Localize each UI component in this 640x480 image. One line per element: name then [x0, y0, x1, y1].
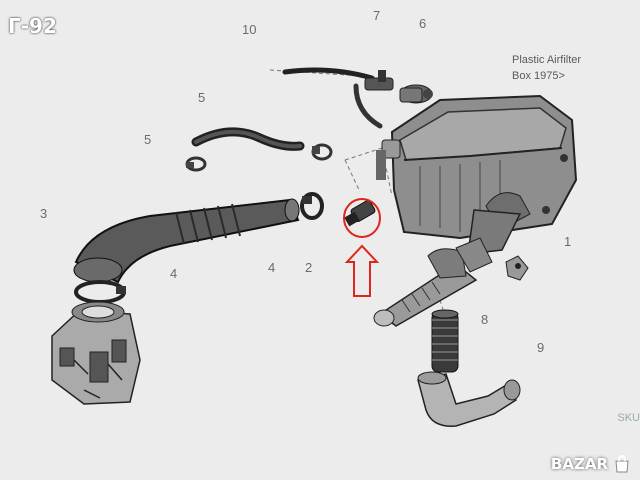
callout-5-hose: 5: [198, 90, 206, 105]
part-8-corrugated-hose: [431, 309, 459, 373]
part-10-vacuum-hose: [282, 67, 383, 129]
callout-4-hose: 4: [268, 260, 276, 275]
callout-3: 3: [40, 206, 48, 221]
listing-code-badge: Г-92: [8, 14, 57, 38]
caption-line-1: Plastic Airfilter: [512, 54, 582, 66]
mounting-bracket: [505, 255, 529, 281]
watermark-text: BAZAR: [550, 455, 608, 473]
carburetor: [51, 301, 141, 405]
callout-9: 9: [537, 340, 545, 355]
part-2-hose-clamp: [300, 192, 324, 220]
bag-icon: [615, 454, 629, 473]
part-7-connector: [364, 70, 394, 91]
part-5-hose-clamp: [185, 156, 207, 172]
part-2-fitting: [344, 200, 376, 227]
callout-6: 6: [419, 16, 427, 31]
part-9-heat-duct: [417, 371, 521, 427]
hose-clamp-small: [311, 143, 333, 161]
part-1-intake-snorkel: [373, 237, 493, 327]
callout-2: 2: [305, 260, 313, 275]
edge-text: SKU: [617, 412, 640, 424]
watermark: BAZAR: [551, 454, 632, 474]
callout-8: 8: [481, 312, 489, 327]
part-5-breather-hose: [191, 127, 305, 151]
callout-7: 7: [373, 8, 381, 23]
part-6-valve: [399, 84, 433, 104]
callout-10: 10: [242, 22, 257, 37]
highlight-marker: [343, 198, 381, 297]
diagram-caption: Plastic Airfilter Box 1975>: [512, 52, 581, 84]
air-filter-box: [376, 94, 578, 255]
callout-5-clamp: 5: [144, 132, 152, 147]
part-3-intake-hose: [73, 198, 300, 284]
callout-1: 1: [564, 234, 572, 249]
caption-line-2: Box 1975>: [512, 70, 565, 82]
callout-4-clamp: 4: [170, 266, 178, 281]
